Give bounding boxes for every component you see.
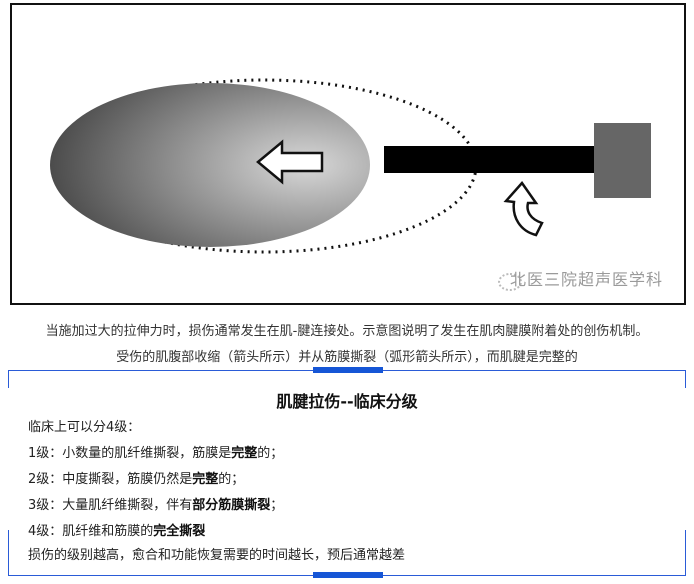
intro-text: 临床上可以分4级： bbox=[28, 420, 141, 435]
grade-bold: 完整 bbox=[231, 446, 258, 461]
curved-arrow-icon bbox=[503, 180, 544, 237]
grade-suffix: 的； bbox=[218, 472, 245, 487]
grade-4: 4级：肌纤维和筋膜的完全撕裂 bbox=[28, 520, 205, 539]
grade-1: 1级：小数量的肌纤维撕裂，筋膜是完整的； bbox=[28, 442, 283, 461]
watermark-logo-icon bbox=[498, 273, 522, 291]
caption-line-2: 受伤的肌腹部收缩（箭头所示）并从筋膜撕裂（弧形箭头所示），而肌腱是完整的 bbox=[116, 350, 578, 365]
grade-bold: 完全撕裂 bbox=[153, 524, 206, 539]
grade-suffix: ； bbox=[270, 498, 284, 513]
retraction-arrow-icon bbox=[256, 139, 324, 185]
box-right-bottom-edge bbox=[685, 530, 686, 576]
tendon-bar bbox=[384, 146, 596, 173]
grade-text: 1级：小数量的肌纤维撕裂，筋膜是 bbox=[28, 446, 232, 461]
box-left-bottom-edge bbox=[8, 530, 9, 576]
grade-suffix: 的； bbox=[257, 446, 284, 461]
diagram-drawing bbox=[50, 78, 651, 254]
muscle-tendon-diagram bbox=[10, 3, 686, 305]
grade-2: 2级：中度撕裂，筋膜仍然是完整的； bbox=[28, 468, 244, 487]
conclusion-text: 损伤的级别越高，愈合和功能恢复需要的时间越长，预后通常越差 bbox=[28, 548, 406, 563]
box-title: 肌腱拉伤--临床分级 bbox=[276, 392, 418, 411]
box-right-top-edge bbox=[685, 370, 686, 388]
grading-box: 肌腱拉伤--临床分级 临床上可以分4级： 1级：小数量的肌纤维撕裂，筋膜是完整的… bbox=[8, 367, 686, 578]
grade-bold: 部分筋膜撕裂 bbox=[192, 498, 271, 513]
grade-3: 3级：大量肌纤维撕裂，伴有部分筋膜撕裂； bbox=[28, 494, 283, 513]
box-top-tab bbox=[313, 367, 383, 373]
box-bottom-tab bbox=[313, 572, 383, 578]
muscle-belly bbox=[50, 83, 370, 247]
caption-line-1: 当施加过大的拉伸力时，损伤通常发生在肌-腱连接处。示意图说明了发生在肌肉腱膜附着… bbox=[45, 324, 649, 339]
grade-text: 4级：肌纤维和筋膜的 bbox=[28, 524, 154, 539]
bone-block bbox=[594, 123, 651, 198]
grade-text: 3级：大量肌纤维撕裂，伴有 bbox=[28, 498, 193, 513]
grade-bold: 完整 bbox=[192, 472, 219, 487]
grade-text: 2级：中度撕裂，筋膜仍然是 bbox=[28, 472, 193, 487]
watermark: 北医三院超声医学科 bbox=[510, 270, 664, 289]
box-left-top-edge bbox=[8, 370, 9, 388]
